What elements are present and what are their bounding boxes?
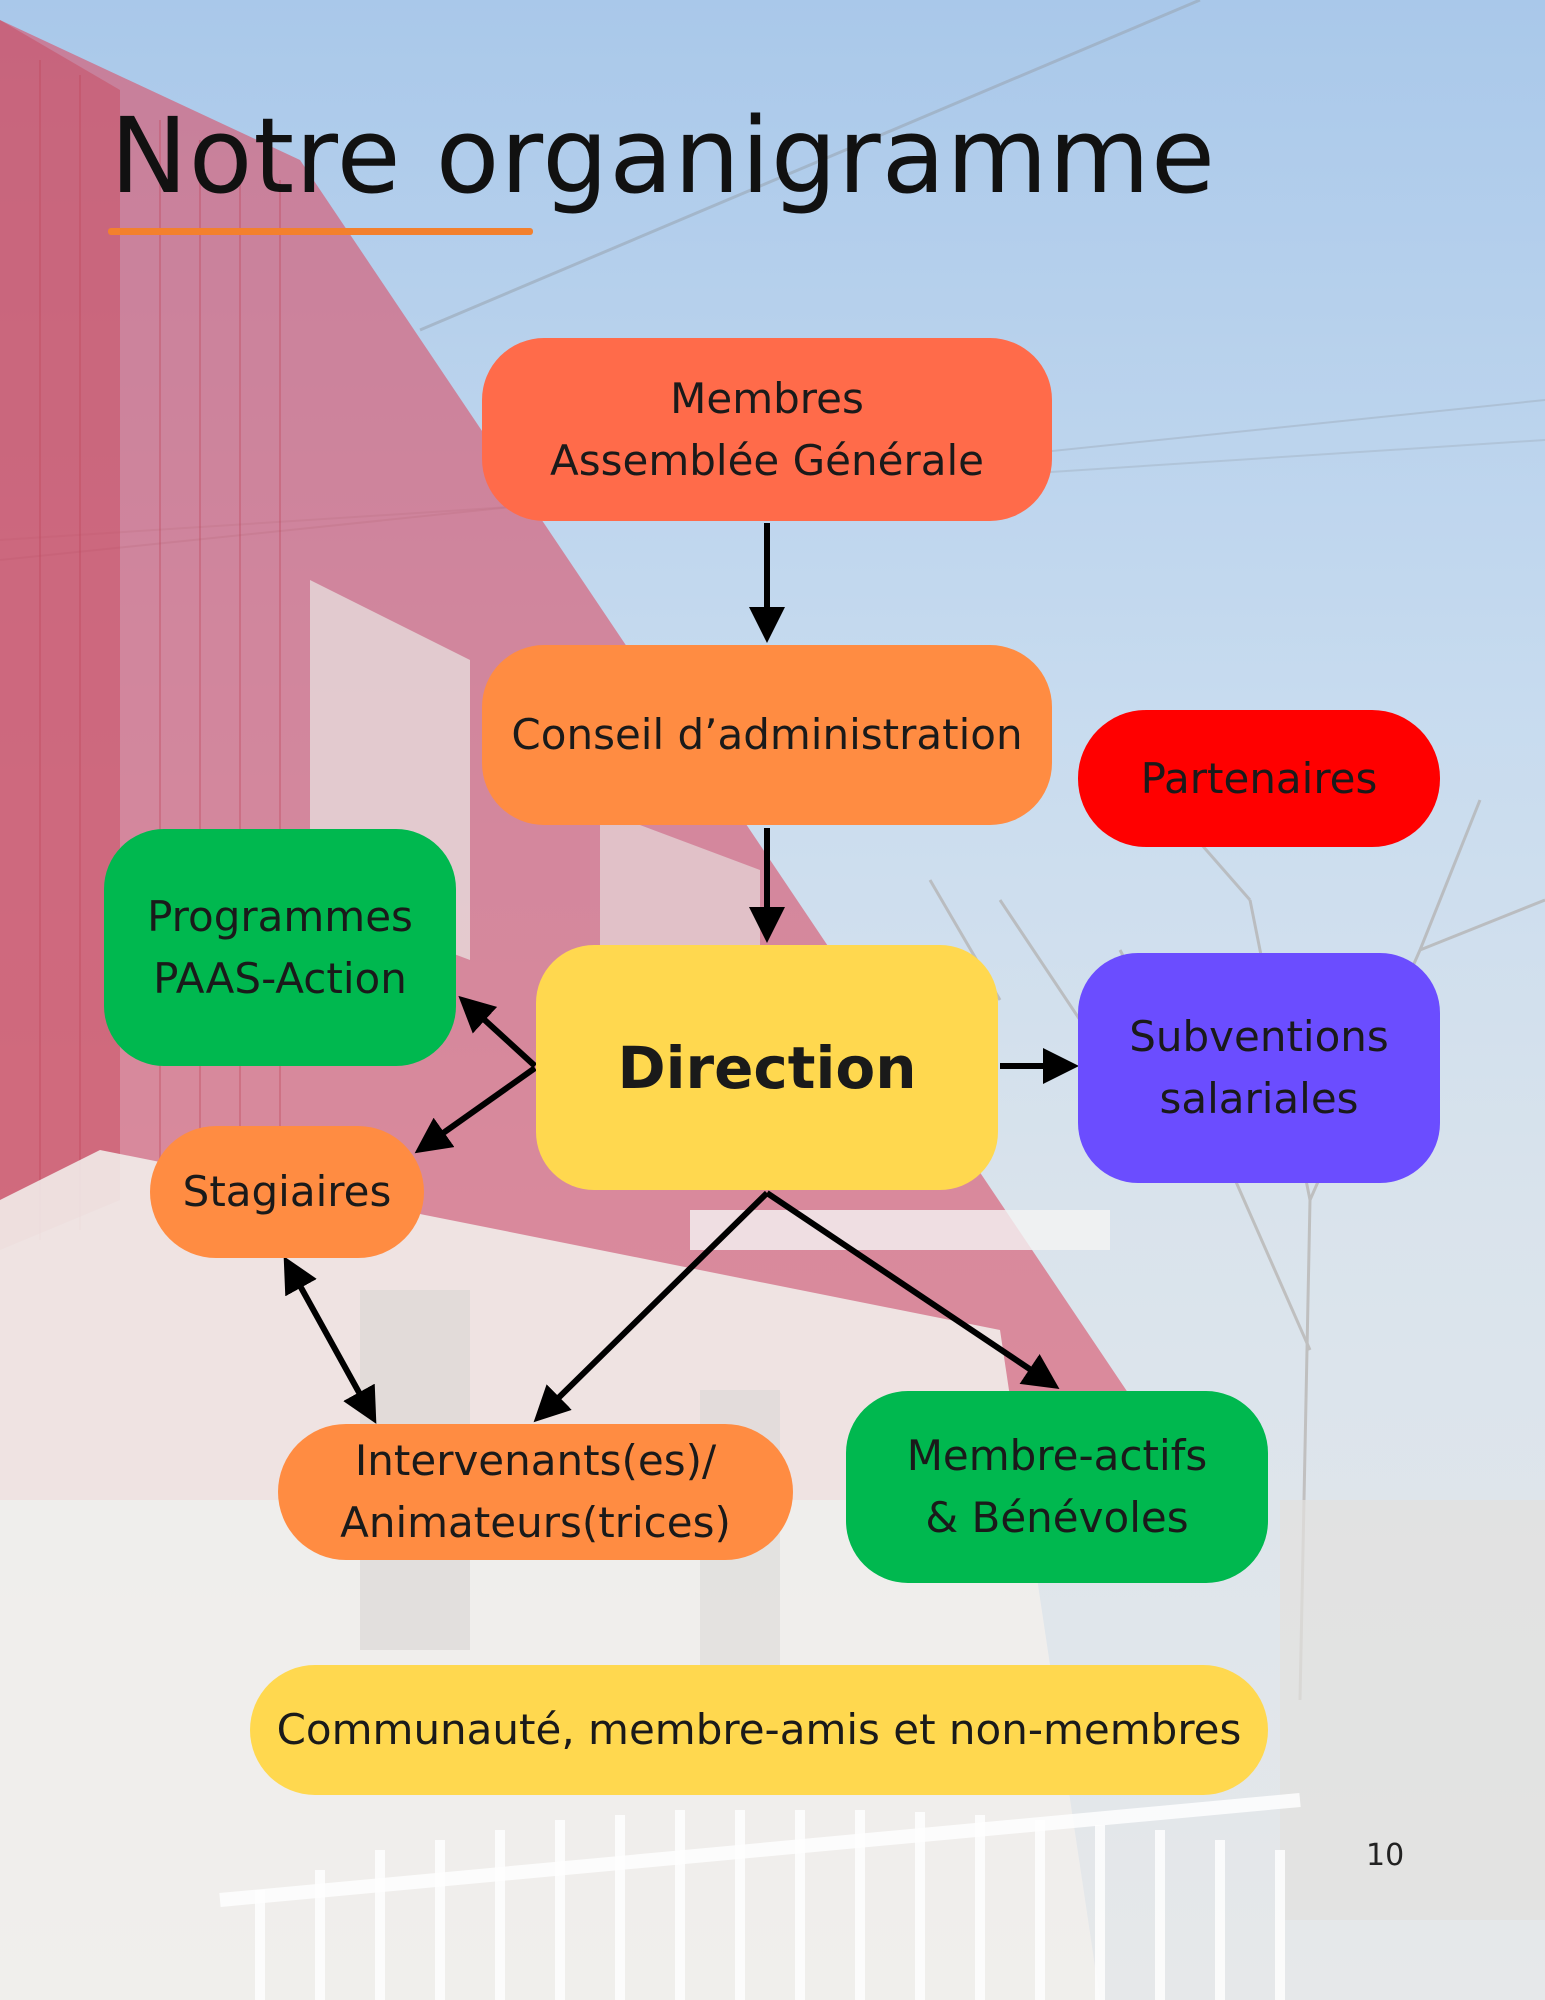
- node-communaute: Communauté, membre-amis et non-membres: [250, 1665, 1268, 1795]
- node-membres: Membres Assemblée Générale: [482, 338, 1052, 521]
- node-stagiaires-line-1: Stagiaires: [183, 1161, 392, 1223]
- node-intervenants: Intervenants(es)/ Animateurs(trices): [278, 1424, 793, 1560]
- node-communaute-line-1: Communauté, membre-amis et non-membres: [277, 1699, 1242, 1761]
- node-membre-actifs: Membre-actifs & Bénévoles: [846, 1391, 1268, 1583]
- node-subventions: Subventions salariales: [1078, 953, 1440, 1183]
- node-direction-line-1: Direction: [617, 1037, 916, 1099]
- node-intervenants-line-2: Animateurs(trices): [340, 1492, 731, 1554]
- node-subventions-line-2: salariales: [1159, 1068, 1358, 1130]
- node-membres-line-1: Membres: [670, 368, 864, 430]
- node-subventions-line-1: Subventions: [1129, 1006, 1389, 1068]
- node-programmes: Programmes PAAS-Action: [104, 829, 456, 1066]
- title-underline: [108, 228, 533, 235]
- node-membre-actifs-line-1: Membre-actifs: [907, 1425, 1208, 1487]
- node-stagiaires: Stagiaires: [150, 1126, 424, 1258]
- node-programmes-line-1: Programmes: [147, 886, 413, 948]
- node-membres-line-2: Assemblée Générale: [550, 430, 984, 492]
- node-programmes-line-2: PAAS-Action: [153, 948, 407, 1010]
- page-title: Notre organigramme: [110, 95, 1216, 217]
- node-conseil-line-1: Conseil d’administration: [511, 704, 1022, 766]
- node-intervenants-line-1: Intervenants(es)/: [355, 1430, 716, 1492]
- node-partenaires-line-1: Partenaires: [1141, 748, 1378, 810]
- node-conseil: Conseil d’administration: [482, 645, 1052, 825]
- node-partenaires: Partenaires: [1078, 710, 1440, 847]
- node-membre-actifs-line-2: & Bénévoles: [925, 1487, 1188, 1549]
- node-direction: Direction: [536, 945, 998, 1190]
- page-number: 10: [1366, 1838, 1404, 1873]
